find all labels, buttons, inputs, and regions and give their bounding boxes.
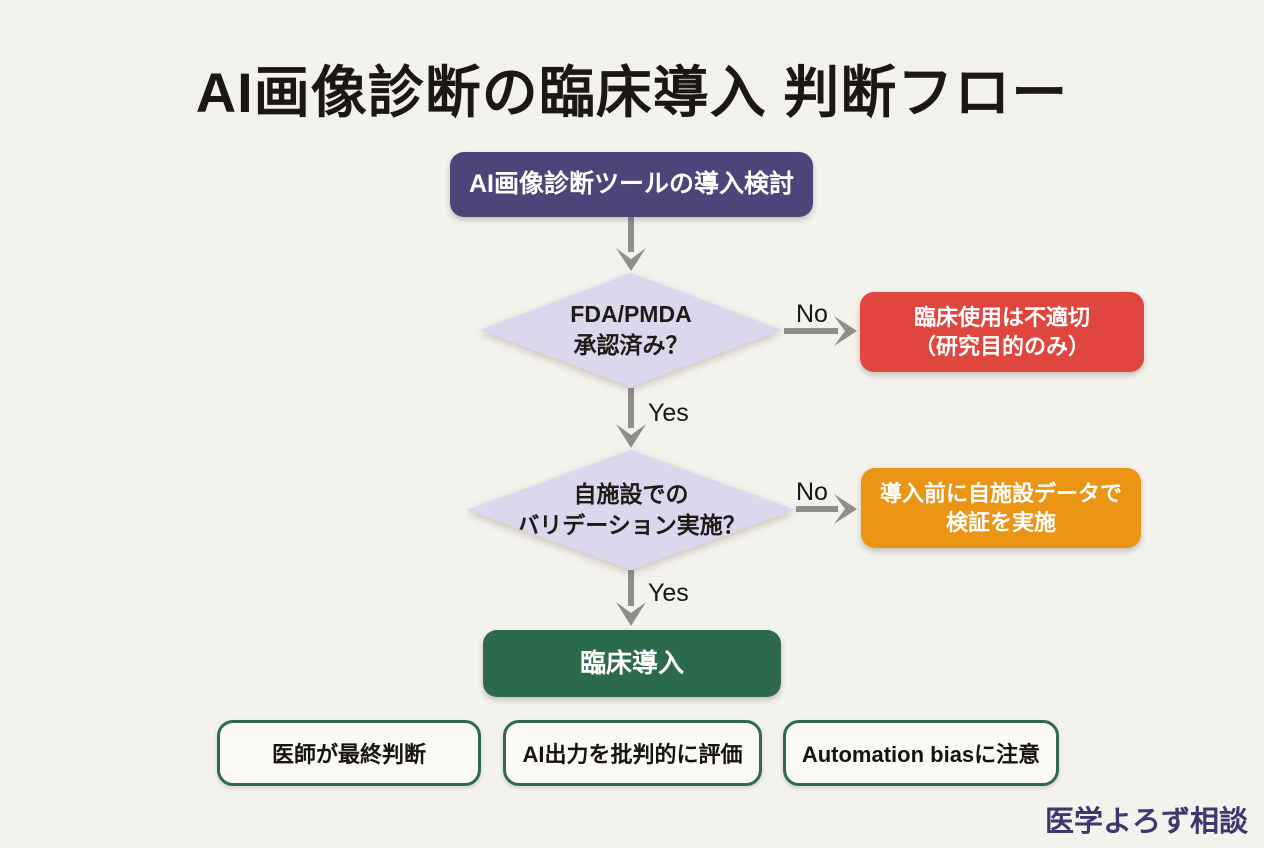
edge-label-no-1: No xyxy=(796,300,828,328)
arrowhead-right-icon xyxy=(834,316,857,346)
note-0-label: 医師が最終判断 xyxy=(271,742,426,767)
flow-decision-validation-shape: 自施設での バリデーション実施？ xyxy=(467,450,795,570)
adopt-label: 臨床導入 xyxy=(579,648,684,679)
arrowhead-right-icon xyxy=(834,494,857,524)
note-physician-final-decision: 医師が最終判断 xyxy=(217,720,481,786)
validate-line2: 検証を実施 xyxy=(945,510,1056,535)
flow-node-reject: 臨床使用は不適切 （研究目的のみ） xyxy=(860,292,1144,372)
arrowhead-down-icon xyxy=(616,424,646,448)
reject-line1: 臨床使用は不適切 xyxy=(913,304,1090,330)
flow-decision-fda-pmda: FDA/PMDA 承認済み？ xyxy=(480,273,782,387)
watermark-credit: 医学よろず相談 xyxy=(1044,806,1248,838)
edge-label-yes-2: Yes xyxy=(648,579,689,607)
flow-decision-fda-pmda-shape: FDA/PMDA 承認済み？ xyxy=(480,273,782,387)
flow-node-start-label: AI画像診断ツールの導入検討 xyxy=(468,170,794,198)
note-evaluate-ai-output: AI出力を批判的に評価 xyxy=(503,720,762,786)
note-automation-bias: Automation biasに注意 xyxy=(783,720,1059,786)
flow-decision-validation: 自施設での バリデーション実施？ xyxy=(467,450,795,570)
decision1-line1: FDA/PMDA xyxy=(570,300,692,327)
edge-label-no-2: No xyxy=(796,478,828,506)
note-1-label: AI出力を批判的に評価 xyxy=(522,742,743,767)
decision2-line1: 自施設での xyxy=(573,480,689,507)
decision1-line2: 承認済み？ xyxy=(573,332,689,358)
edge-label-yes-1: Yes xyxy=(648,399,689,427)
flow-node-validate: 導入前に自施設データで 検証を実施 xyxy=(861,468,1141,548)
arrowhead-down-icon xyxy=(616,248,646,271)
flow-node-adopt: 臨床導入 xyxy=(483,630,781,697)
arrowhead-down-icon xyxy=(616,602,646,626)
page-title: AI画像診断の臨床導入 判断フロー xyxy=(195,61,1069,124)
note-2-label: Automation biasに注意 xyxy=(801,742,1041,767)
reject-line2: （研究目的のみ） xyxy=(913,334,1090,359)
decision2-line2: バリデーション実施？ xyxy=(516,512,746,538)
flow-node-start: AI画像診断ツールの導入検討 xyxy=(450,152,813,217)
validate-line1: 導入前に自施設データで xyxy=(879,480,1122,506)
